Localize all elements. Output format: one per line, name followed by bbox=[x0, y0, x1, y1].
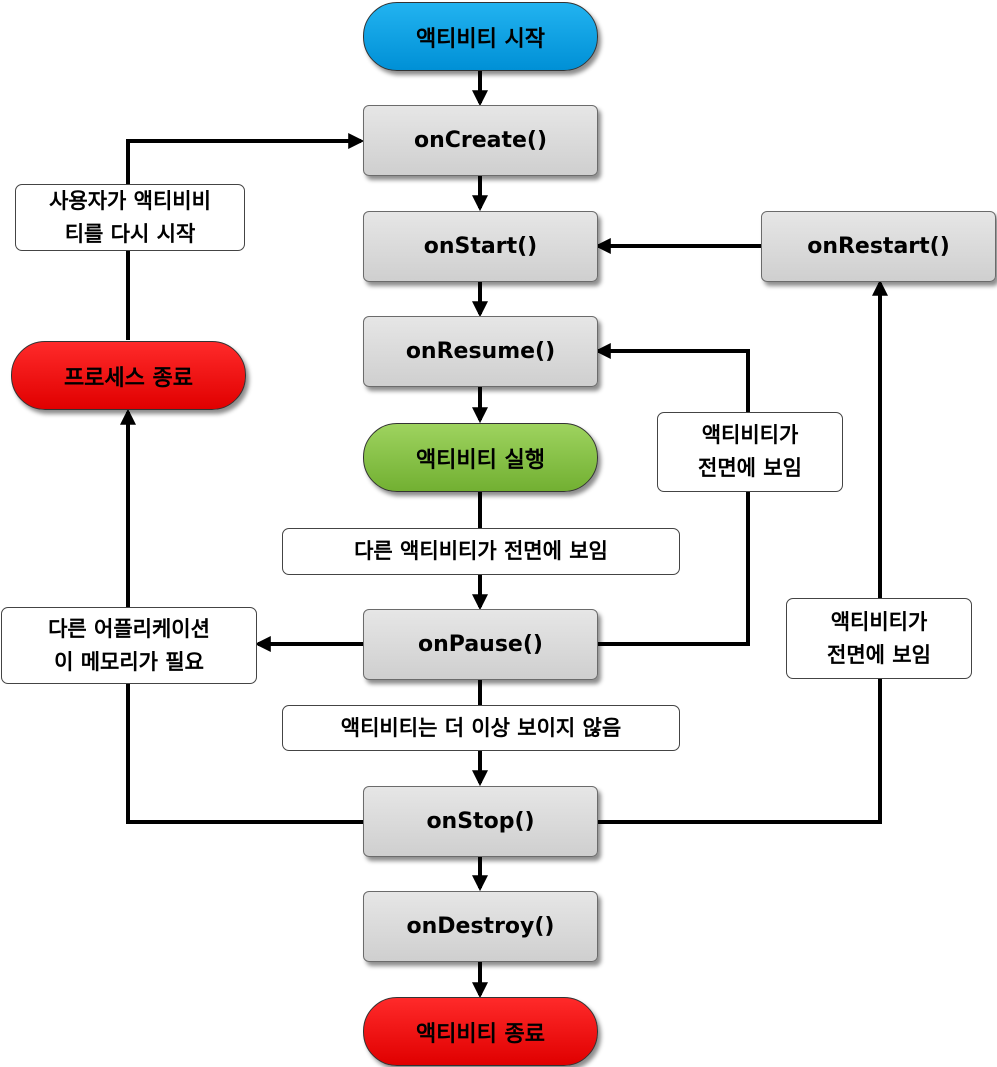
user-restart-label: 사용자가 액티비비 티를 다시 시작 bbox=[15, 184, 245, 251]
onrestart-node: onRestart() bbox=[761, 211, 996, 282]
start-node: 액티비티 시작 bbox=[363, 2, 598, 71]
running-node: 액티비티 실행 bbox=[363, 423, 598, 492]
other-in-front-label: 다른 액티비티가 전면에 보임 bbox=[282, 528, 680, 575]
onresume-node: onResume() bbox=[363, 316, 598, 387]
process-killed-node: 프로세스 종료 bbox=[11, 341, 246, 410]
onstop-node: onStop() bbox=[363, 786, 598, 857]
onstart-node: onStart() bbox=[363, 211, 598, 282]
end-node: 액티비티 종료 bbox=[363, 997, 598, 1066]
oncreate-node: onCreate() bbox=[363, 105, 598, 176]
memory-needed-label: 다른 어플리케이션 이 메모리가 필요 bbox=[1, 607, 257, 684]
back-to-front-resume-label: 액티비티가 전면에 보임 bbox=[657, 412, 843, 492]
arrow-onpause-to-onresume bbox=[594, 343, 750, 646]
onpause-node: onPause() bbox=[363, 609, 598, 680]
arrow-onstop-to-onrestart bbox=[598, 279, 888, 824]
arrow-onstop-to-process-killed bbox=[120, 408, 363, 824]
back-to-front-restart-label: 액티비티가 전면에 보임 bbox=[786, 598, 972, 679]
arrow-process-killed-to-oncreate bbox=[126, 133, 365, 340]
ondestroy-node: onDestroy() bbox=[363, 891, 598, 962]
no-longer-visible-label: 액티비티는 더 이상 보이지 않음 bbox=[282, 705, 680, 751]
